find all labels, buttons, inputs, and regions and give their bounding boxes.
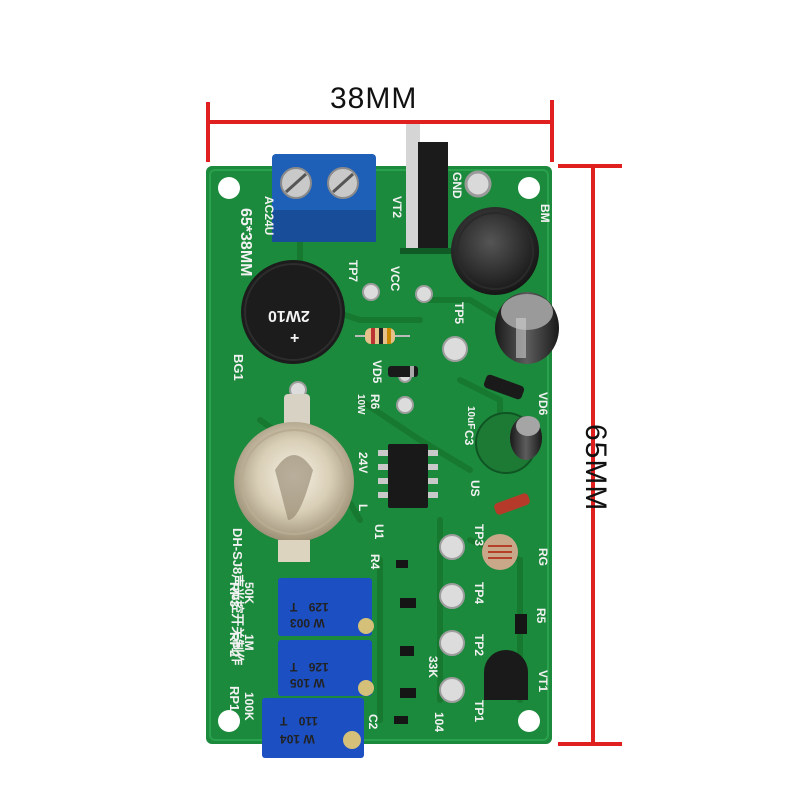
- us-label: US: [468, 480, 482, 497]
- trimmer-pot-rp1: [262, 698, 364, 758]
- rp1-value: 100K: [242, 692, 256, 721]
- pot-rp1-code-num: 110: [298, 714, 319, 728]
- terminal-block: [272, 154, 376, 242]
- diode-vd5: [388, 366, 418, 377]
- r5-label: R5: [534, 608, 548, 624]
- pot-rp1-code: 110 T: [280, 714, 318, 728]
- photoresistor-rg: [482, 534, 518, 570]
- c3-label: C3: [462, 430, 476, 446]
- tp3-label: TP3: [472, 524, 486, 547]
- diode-vd6: [483, 374, 525, 400]
- pcb-border: [209, 169, 549, 741]
- r6-resistor-value: 10W: [355, 394, 366, 415]
- r4-label: R4: [368, 554, 382, 570]
- transistor-vt1: [484, 650, 528, 700]
- diode-us: [494, 493, 530, 515]
- pot-rp3-code: 129 T: [290, 600, 329, 614]
- size-marking: 65*38MM: [237, 208, 254, 277]
- ic-u1: [378, 444, 438, 508]
- trimmer-pot-rp2: [278, 640, 374, 696]
- tp4-label: TP4: [472, 582, 486, 605]
- pot-rp1-code-series: T: [280, 714, 288, 728]
- tp7-label: TP7: [346, 260, 360, 283]
- pot-rp1-extra: W 104: [280, 732, 315, 746]
- vt1-label: VT1: [536, 670, 550, 693]
- vd6-label: VD6: [536, 392, 550, 416]
- rp3-label: RP3: [227, 582, 242, 608]
- pot-rp2-extra: W 105: [290, 676, 325, 690]
- rp2-value: 1M: [242, 634, 256, 651]
- pot-rp3-code-series: T: [290, 600, 298, 614]
- bg1-label: BG1: [231, 354, 246, 381]
- resistor-vcc: [355, 328, 410, 344]
- pot-rp3-extra: W 003: [290, 616, 325, 630]
- mounting-holes: [218, 177, 540, 732]
- rp2-label: RP2: [227, 632, 242, 658]
- pot-rp2-code-series: T: [290, 660, 298, 674]
- light-bulb: [234, 394, 354, 562]
- c3-value: 10uF: [465, 406, 476, 430]
- c2-value: 104: [432, 712, 446, 733]
- smd-resistors: [394, 560, 527, 724]
- trimmer-pot-rp3: [278, 578, 374, 636]
- l-label: L: [356, 504, 370, 512]
- pot-rp3-code-num: 129: [308, 600, 329, 614]
- c2-label: C2: [366, 714, 380, 730]
- pot-rp2-code: 126 T: [290, 660, 329, 674]
- bridge-marking-line2: +: [290, 330, 300, 347]
- gnd-pad: [464, 170, 492, 198]
- electrolytic-capacitor-large: [495, 292, 559, 364]
- pcb-pads: [289, 283, 468, 703]
- ac-input-label: AC24U: [262, 196, 276, 236]
- rp1-label: RP1: [227, 686, 242, 712]
- pot-rp2-code-num: 126: [308, 660, 329, 674]
- tp2-label: TP2: [472, 634, 486, 657]
- u1-label: U1: [372, 524, 386, 540]
- bridge-marking-line1: 2W10: [268, 307, 310, 324]
- bm-label: BM: [538, 204, 552, 223]
- regulator-vt2: [400, 124, 454, 254]
- vcc-label: VCC: [388, 266, 402, 292]
- tp5-label: TP5: [452, 302, 466, 325]
- tp1-label: TP1: [472, 700, 486, 723]
- rg-label: RG: [536, 548, 550, 566]
- width-label: 38MM: [330, 82, 418, 115]
- vt2-label: VT2: [390, 196, 404, 219]
- capacitor-c3: [475, 412, 542, 474]
- bridge-rectifier: [241, 260, 345, 364]
- v24-label: 24V: [356, 452, 370, 474]
- microphone: [451, 207, 539, 295]
- gnd-label: GND: [450, 172, 464, 199]
- vd5-label: VD5: [370, 360, 384, 384]
- r6-top-label: R6: [368, 394, 382, 410]
- rp3-value: 50K: [242, 582, 256, 605]
- r33k-label: 33K: [426, 656, 440, 679]
